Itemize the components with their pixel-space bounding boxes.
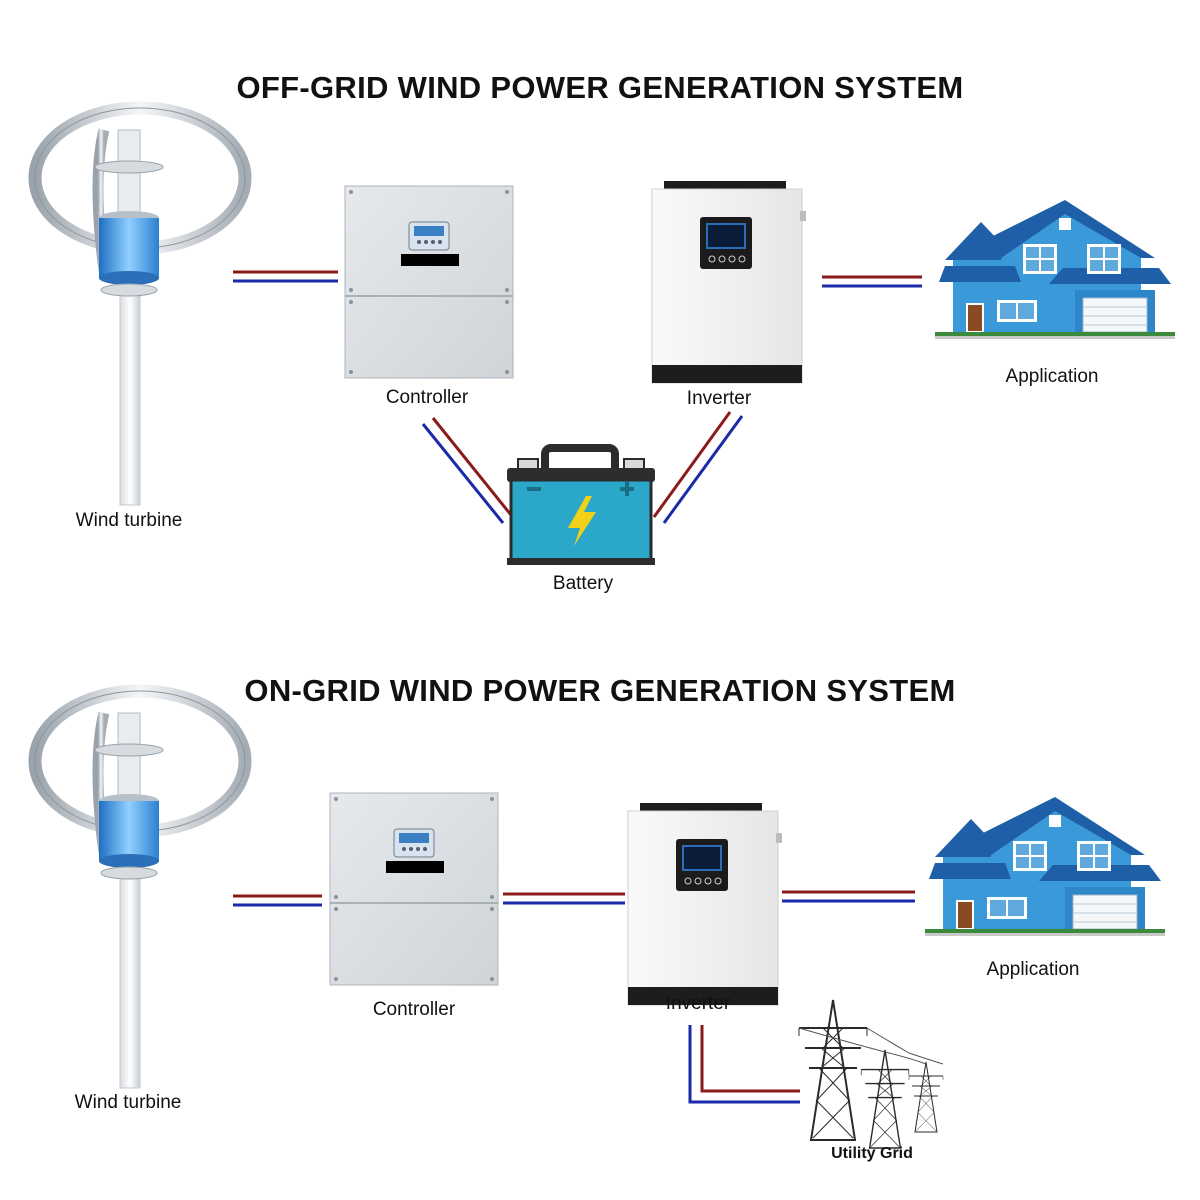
offgrid-title: OFF-GRID WIND POWER GENERATION SYSTEM — [236, 70, 964, 105]
offgrid-label-battery: Battery — [552, 573, 614, 594]
ongrid-wire-controller-inverter — [503, 892, 625, 905]
offgrid-wind-turbine — [35, 108, 245, 505]
offgrid-label-application: Application — [1005, 366, 1099, 387]
offgrid-wire-turbine-controller — [233, 270, 338, 283]
ongrid-label-application: Application — [986, 959, 1080, 980]
offgrid-controller — [344, 185, 514, 379]
offgrid-battery — [507, 444, 655, 565]
ongrid-label-wind-turbine: Wind turbine — [74, 1092, 182, 1113]
ongrid-wire-turbine-controller — [233, 894, 322, 907]
ongrid-wire-inverter-house — [782, 890, 915, 903]
offgrid-label-controller: Controller — [385, 387, 469, 408]
offgrid-inverter — [651, 180, 807, 384]
ongrid-label-utility-grid: Utility Grid — [831, 1145, 913, 1162]
ongrid-wire-inverter-grid — [688, 1025, 800, 1104]
offgrid-house — [934, 199, 1176, 340]
offgrid-label-inverter: Inverter — [686, 388, 752, 409]
ongrid-label-inverter: Inverter — [665, 993, 731, 1014]
ongrid-wind-turbine — [35, 691, 245, 1088]
offgrid-wire-controller-battery — [421, 417, 513, 524]
offgrid-wire-inverter-battery — [652, 411, 744, 524]
offgrid-wire-inverter-house — [822, 275, 922, 288]
offgrid-label-wind-turbine: Wind turbine — [75, 510, 183, 531]
ongrid-controller — [329, 792, 499, 986]
ongrid-title: ON-GRID WIND POWER GENERATION SYSTEM — [244, 673, 956, 708]
ongrid-inverter — [627, 802, 783, 1006]
ongrid-utility-grid — [798, 999, 944, 1149]
ongrid-house — [924, 796, 1166, 937]
ongrid-label-controller: Controller — [372, 999, 456, 1020]
